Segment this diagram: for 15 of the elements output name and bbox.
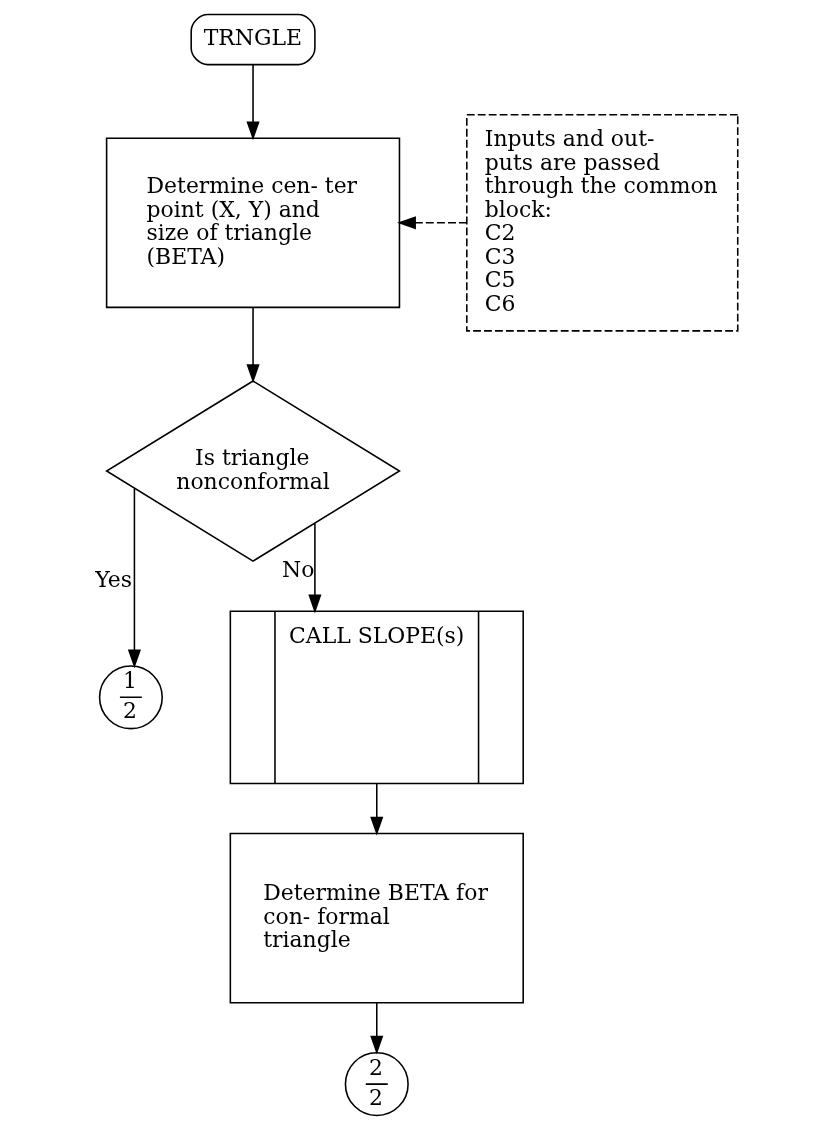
arrow	[370, 1002, 384, 1055]
node-circle: 1 2	[98, 665, 163, 730]
node-box: Determine BETA for con- formal triangle	[229, 832, 524, 1004]
arrow	[246, 64, 260, 141]
node-box: Inputs and out- puts are passed through the common block: C2 C3 C5 C6	[466, 113, 739, 332]
node-diamond: Is triangle nonconformal	[105, 380, 401, 562]
node-circle: 2 2	[344, 1052, 409, 1117]
node-box: Determine cen- ter point (X, Y) and size of triangle (BETA)	[105, 137, 401, 309]
arrow	[370, 783, 384, 836]
arrow	[127, 488, 141, 669]
edge-label: Yes	[95, 567, 133, 593]
node-box: TRNGLE	[190, 13, 316, 66]
arrow	[246, 306, 260, 384]
arrow	[397, 216, 468, 230]
arrow	[308, 522, 322, 614]
